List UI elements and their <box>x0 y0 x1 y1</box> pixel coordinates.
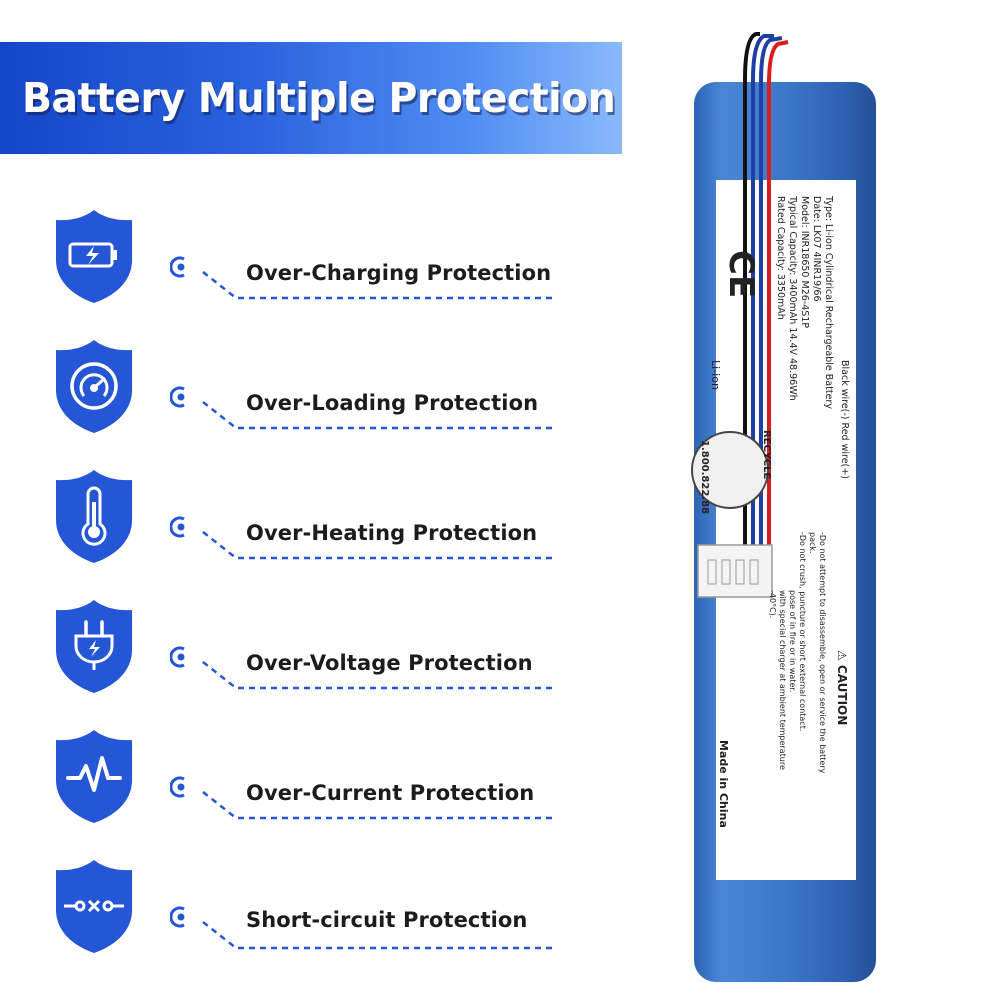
leader-line <box>202 921 556 950</box>
bullet-icon <box>170 256 185 278</box>
thermometer-icon <box>56 470 132 563</box>
battery-spec-line: Typical Capacity: 3400mAh 14.4V 48.96Wh <box>787 195 798 401</box>
leader-line <box>202 401 556 430</box>
battery-spec-line: Model: INR18650 M26-4S1P <box>799 196 810 328</box>
protection-label: Short-circuit Protection <box>246 908 528 932</box>
li-ion-text: Li-ion <box>709 360 722 390</box>
battery-spec-line: Type: Li-ion Cylindrical Rechargeable Ba… <box>823 195 834 409</box>
battery-wires-front <box>743 180 771 570</box>
caution-title: ⚠ CAUTION <box>835 650 849 725</box>
protection-label: Over-Voltage Protection <box>246 651 533 675</box>
phone-text: 1.800.822.88 <box>699 440 710 514</box>
protection-row-short-circuit: Short-circuit Protection <box>0 858 600 978</box>
battery-spec-line: Date: LK07 4INR19/66 <box>811 196 822 302</box>
protection-row-over-heating: Over-Heating Protection <box>0 468 600 588</box>
protection-row-over-charging: Over-Charging Protection <box>0 208 600 328</box>
caution-line: -Do not crush, puncture or short externa… <box>798 532 807 731</box>
bullet-icon <box>170 776 185 798</box>
battery-connector <box>697 544 773 598</box>
protection-row-over-current: Over-Current Protection <box>0 728 600 848</box>
switch-icon <box>56 860 132 953</box>
recycle-seal <box>691 431 769 509</box>
caution-line: -40°C). <box>768 590 777 618</box>
bullet-icon <box>170 516 185 538</box>
caution-line: -Do not attempt to disassemble, open or … <box>818 532 827 774</box>
protection-label: Over-Heating Protection <box>246 521 538 545</box>
plug-icon <box>56 600 132 693</box>
battery-label <box>716 180 856 880</box>
leader-line <box>202 791 556 820</box>
pulse-icon <box>56 730 132 823</box>
caution-line: pack. <box>808 532 817 554</box>
battery-pack-image: CE Type: Li-ion Cylindrical Rechargeable… <box>691 32 876 982</box>
protection-row-over-voltage: Over-Voltage Protection <box>0 598 600 718</box>
made-in-text: Made in China <box>717 740 730 828</box>
leader-line <box>202 271 556 300</box>
caution-line: pose of in fire or in water. <box>788 590 797 692</box>
battery-charging-icon <box>56 210 132 303</box>
protection-row-over-loading: Over-Loading Protection <box>0 338 600 458</box>
ce-mark: CE <box>721 250 761 298</box>
battery-wires <box>743 32 789 190</box>
bullet-icon <box>170 386 185 408</box>
leader-line <box>202 531 556 560</box>
caution-line: with special charger at ambient temperat… <box>778 590 787 770</box>
protection-label: Over-Loading Protection <box>246 391 539 415</box>
banner-title: Battery Multiple Protection <box>22 74 616 122</box>
gauge-icon <box>56 340 132 433</box>
bullet-icon <box>170 646 185 668</box>
title-banner: Battery Multiple Protection <box>0 42 622 154</box>
bullet-icon <box>170 906 185 928</box>
protection-label: Over-Charging Protection <box>246 261 552 285</box>
recycle-text: RECYCLE <box>761 430 772 479</box>
leader-line <box>202 661 556 690</box>
battery-wire-text: Black wire(-) Red wire(+) <box>839 360 850 479</box>
battery-spec-line: Rated Capacity: 3350mAh <box>775 196 786 320</box>
protection-label: Over-Current Protection <box>246 781 535 805</box>
